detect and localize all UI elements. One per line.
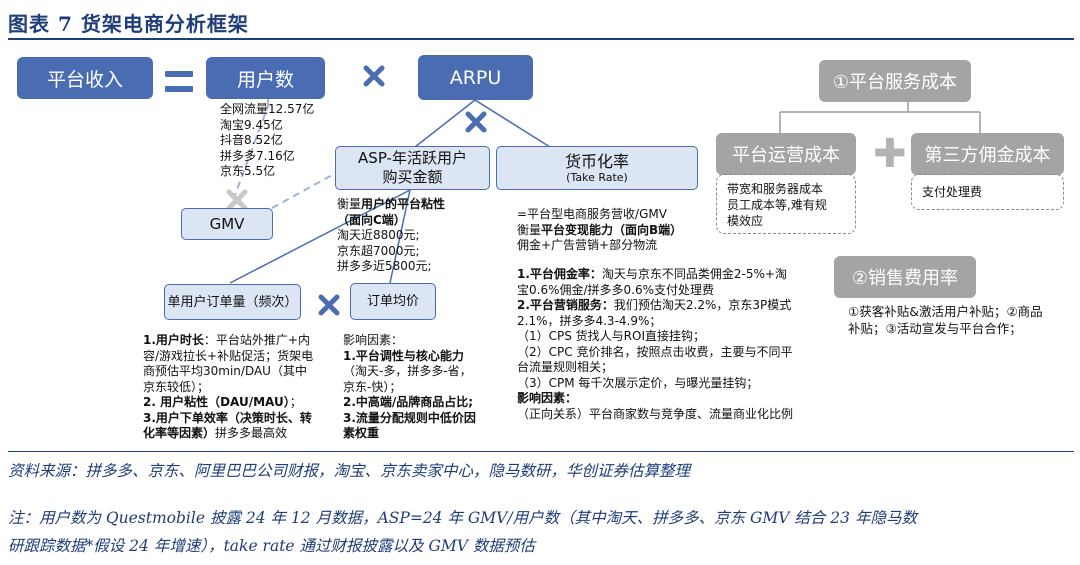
- operating-cost-note-line: 员工成本等,难有规: [727, 198, 827, 212]
- take-rate-box: 货币化率 (Take Rate): [496, 146, 698, 190]
- multiply-icon: [465, 111, 487, 133]
- line-arpu-takerate: [474, 99, 551, 148]
- users-list: 全网流量12.57亿 淘宝9.45亿 抖音8.52亿 拼多多7.16亿 京东5.…: [220, 102, 314, 180]
- asp-note-line: 淘天近8800元;: [337, 228, 420, 242]
- operating-cost-note-line: 模效应: [727, 214, 764, 228]
- order-count-box: 单用户订单量（频次）: [164, 284, 301, 320]
- line-asp-ordercount: [229, 189, 411, 284]
- multiply-icon-faded: [226, 189, 248, 211]
- order-value-detail: 影响因素：1.平台调性与核心能力（淘天-多，拼多多-省，京东-快）；2.中高端/…: [343, 333, 476, 442]
- take-rate-formula: =平台型电商服务营收/GMV: [517, 207, 667, 221]
- operating-cost-note: 带宽和服务器成本 员工成本等,难有规 模效应: [716, 174, 856, 234]
- footnote: 注：用户数为 Questmobile 披露 24 年 12 月数据，ASP=24…: [8, 504, 917, 560]
- order-count-detail: 1.用户时长：平台站外推广+内容/游戏拉长+补贴促活；货架电商预估平均30min…: [143, 333, 313, 442]
- users-list-item: 京东5.5亿: [220, 164, 276, 178]
- order-value-detail-line: （淘天-多，拼多多-省，: [343, 364, 472, 378]
- take-rate-detail-line: （3）CPM 每千次展示定价，与曝光量挂钩；: [517, 375, 759, 390]
- take-rate-detail-line: 影响因素：: [517, 391, 578, 405]
- order-value-detail-line: 3.流量分配规则中低价因: [343, 410, 476, 425]
- line-asp-ordervalue: [389, 189, 411, 284]
- asp-note-title: 衡量用户的平台粘性: [337, 197, 446, 211]
- take-rate-detail-line: 台流量规则相关；: [517, 360, 614, 374]
- asp-note: 衡量用户的平台粘性 （面向C端） 淘天近8800元; 京东超7000元; 拼多多…: [337, 197, 445, 275]
- users-box: 用户数: [206, 57, 325, 99]
- take-rate-detail-line: 2.平台营销服务：我们预估淘天2.2%，京东3P模式: [517, 298, 792, 312]
- multiply-icon: [318, 294, 340, 316]
- take-rate-detail-line: （2）CPC 竞价排名，按照点击收费，主要与不同平: [517, 344, 793, 359]
- plus-icon: ✚: [873, 131, 907, 177]
- take-rate-label: 货币化率: [564, 151, 629, 171]
- footer-rule: [8, 451, 1074, 452]
- order-count-detail-line: 2. 用户粘性（DAU/MAU）；: [143, 395, 302, 409]
- order-count-detail-line: 容/游戏拉长+补贴促活；货架电: [143, 348, 314, 363]
- users-list-item: 抖音8.52亿: [220, 133, 283, 147]
- sales-rate-note: ①获客补贴&激活用户补贴；②商品 补贴；③活动宣发与平台合作；: [848, 303, 1043, 337]
- order-count-detail-line: 京东较低）；: [143, 379, 210, 394]
- commission-cost-box: 第三方佣金成本: [911, 133, 1064, 175]
- asp-box: ASP-年活跃用户 购买金额: [335, 146, 490, 190]
- order-value-detail-line: 影响因素：: [343, 333, 404, 347]
- order-value-detail-line: 素权重: [343, 426, 380, 440]
- order-value-detail-line: 1.平台调性与核心能力: [343, 348, 464, 363]
- users-list-item: 拼多多7.16亿: [220, 148, 295, 163]
- operating-cost-box: 平台运营成本: [716, 133, 856, 175]
- service-cost-box: ①平台服务成本: [819, 60, 971, 102]
- take-rate-sublabel: (Take Rate): [566, 170, 628, 184]
- take-rate-detail-line: 1.平台佣金率：淘天与京东不同品类佣金2-5%+淘: [517, 267, 787, 281]
- title-rule: [8, 38, 1074, 40]
- platform-revenue-box: 平台收入: [17, 57, 153, 99]
- asp-note-subtitle: （面向C端）: [337, 212, 406, 227]
- order-value-detail-line: 京东-快）；: [343, 379, 402, 394]
- line-gmv-users: [224, 105, 269, 223]
- commission-note: 支付处理费: [911, 174, 1064, 210]
- operating-cost-note-line: 带宽和服务器成本: [727, 182, 824, 196]
- arpu-box: ARPU: [418, 55, 533, 100]
- users-list-item: 全网流量12.57亿: [220, 102, 315, 116]
- take-rate-detail-line: 2.1%，拼多多4.3-4.9%；: [517, 313, 662, 328]
- asp-box-line: 购买金额: [382, 168, 443, 186]
- take-rate-components: 佣金+广告营销+部分物流: [517, 238, 658, 252]
- take-rate-detail: 1.平台佣金率：淘天与京东不同品类佣金2-5%+淘宝0.6%佣金/拼多多0.6%…: [517, 267, 793, 422]
- sales-rate-box: ②销售费用率: [834, 256, 976, 298]
- equals-icon: [165, 71, 193, 92]
- figure-title: 图表 7 货架电商分析框架: [8, 12, 249, 36]
- take-rate-detail-line: （正向关系）平台商家数与竞争度、流量商业化比例: [517, 406, 794, 421]
- order-count-detail-line: 化率等因素）拼多多最高效: [143, 426, 288, 440]
- line-arpu-asp: [414, 99, 476, 148]
- order-count-detail-line: 1.用户时长：平台站外推广+内: [143, 333, 310, 347]
- gmv-box: GMV: [181, 208, 273, 240]
- take-rate-detail-line: 宝0.6%佣金/拼多多0.6%支付处理费: [517, 282, 715, 297]
- footnote-line: 注：用户数为 Questmobile 披露 24 年 12 月数据，ASP=24…: [8, 509, 917, 527]
- asp-note-line: 京东超7000元;: [337, 243, 420, 258]
- order-count-detail-line: 商预估平均30min/DAU（其中: [143, 364, 307, 378]
- take-rate-measure: 衡量平台变现能力（面向B端）: [517, 222, 683, 237]
- take-rate-note: =平台型电商服务营收/GMV 衡量平台变现能力（面向B端） 佣金+广告营销+部分…: [517, 207, 682, 254]
- order-count-detail-line: 3.用户下单效率（决策时长、转: [143, 410, 312, 425]
- users-list-item: 淘宝9.45亿: [220, 117, 283, 132]
- line-gmv-asp: [271, 167, 346, 209]
- asp-box-line: ASP-年活跃用户: [358, 149, 467, 167]
- multiply-icon: [363, 65, 385, 87]
- asp-note-line: 拼多多近5800元;: [337, 259, 432, 273]
- sales-rate-note-line: ①获客补贴&激活用户补贴；②商品: [848, 304, 1043, 319]
- source-note: 资料来源：拼多多、京东、阿里巴巴公司财报，淘宝、京东卖家中心，隐马数研，华创证券…: [8, 462, 691, 480]
- order-value-box: 订单均价: [350, 283, 436, 320]
- order-value-detail-line: 2.中高端/品牌商品占比;: [343, 395, 474, 409]
- sales-rate-note-line: 补贴；③活动宣发与平台合作；: [848, 321, 1022, 336]
- take-rate-detail-line: （1）CPS 货找人与ROI直接挂钩；: [517, 329, 706, 343]
- footnote-line: 研跟踪数据*假设 24 年增速），take rate 通过财报披露以及 GMV …: [8, 537, 535, 555]
